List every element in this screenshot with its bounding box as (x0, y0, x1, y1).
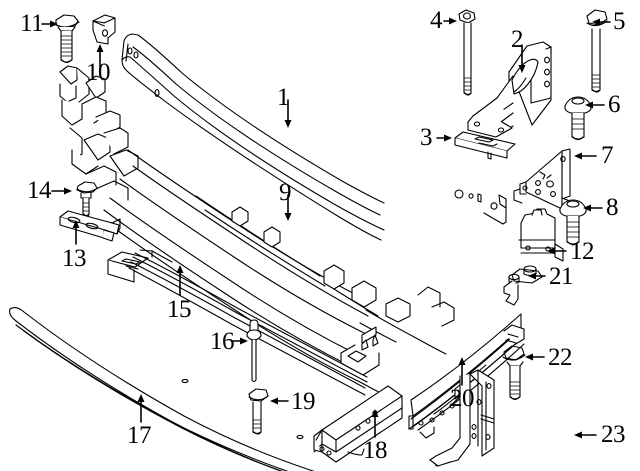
callout-9: 9 (279, 179, 292, 206)
part-4-long-hex-bolt (458, 9, 476, 96)
part-16-push-rivet (246, 319, 262, 383)
callout-20: 20 (450, 385, 475, 412)
part-9-energy-absorber (59, 65, 455, 401)
part-17-lower-valance-bar (9, 306, 365, 471)
callout-14: 14 (27, 177, 52, 204)
callout-1: 1 (277, 84, 290, 111)
callout-11: 11 (20, 10, 44, 37)
callout-2: 2 (511, 26, 524, 53)
part-15-upper-tie-bar (107, 249, 380, 396)
callout-13: 13 (62, 245, 87, 272)
callout-19: 19 (291, 388, 316, 415)
callout-10: 10 (86, 59, 111, 86)
part-21-stud-clip (503, 265, 543, 306)
callout-21: 21 (549, 263, 574, 290)
callout-22: 22 (548, 344, 573, 371)
callout-7: 7 (601, 142, 614, 169)
callout-5: 5 (613, 8, 626, 35)
callout-15: 15 (167, 296, 192, 323)
part-1-bumper-impact-bar (121, 33, 507, 241)
callout-18: 18 (363, 437, 388, 464)
part-5-long-hex-bolt-2 (586, 9, 608, 93)
part-13-flat-slotted-bracket (59, 210, 121, 242)
callout-6: 6 (608, 91, 621, 118)
part-10-small-angle-clip (92, 14, 116, 45)
part-12-side-mount-bracket (518, 208, 564, 262)
part-7-triangular-bracket (513, 148, 571, 210)
callout-12: 12 (570, 238, 595, 265)
part-23-vertical-support-bracket (429, 369, 495, 467)
callout-4: 4 (430, 7, 443, 34)
part-14-flange-screw-3 (76, 181, 99, 222)
part-3-spacer-plate (454, 131, 516, 160)
part-8-flange-screw-2 (559, 199, 587, 246)
leader-arrows (41, 17, 611, 439)
callout-23: 23 (601, 421, 626, 448)
callout-8: 8 (606, 194, 619, 221)
part-11-hex-flange-bolt (54, 14, 80, 64)
callout-16: 16 (210, 328, 235, 355)
part-2-crash-box-tower (467, 41, 552, 138)
callout-3: 3 (420, 124, 433, 151)
callout-17: 17 (127, 422, 152, 449)
part-19-hex-bolt-short (248, 388, 269, 435)
